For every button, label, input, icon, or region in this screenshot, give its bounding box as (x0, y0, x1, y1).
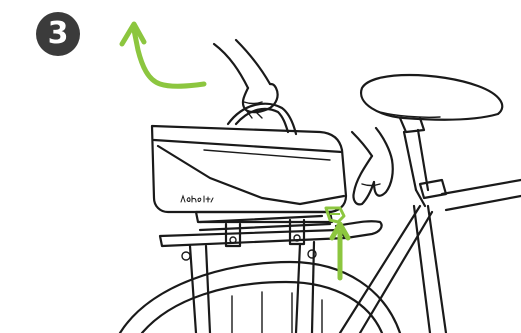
step-number-badge: 3 (36, 12, 80, 56)
rear-wheel (120, 262, 400, 333)
lifting-hand (214, 40, 278, 118)
lift-arrow-icon (122, 24, 204, 86)
brand-logo-icon (180, 194, 214, 204)
pressing-hand (352, 128, 393, 204)
bike-frame (340, 130, 521, 333)
trunk-bag (152, 104, 346, 222)
saddle (361, 75, 502, 132)
step-number: 3 (48, 19, 69, 49)
